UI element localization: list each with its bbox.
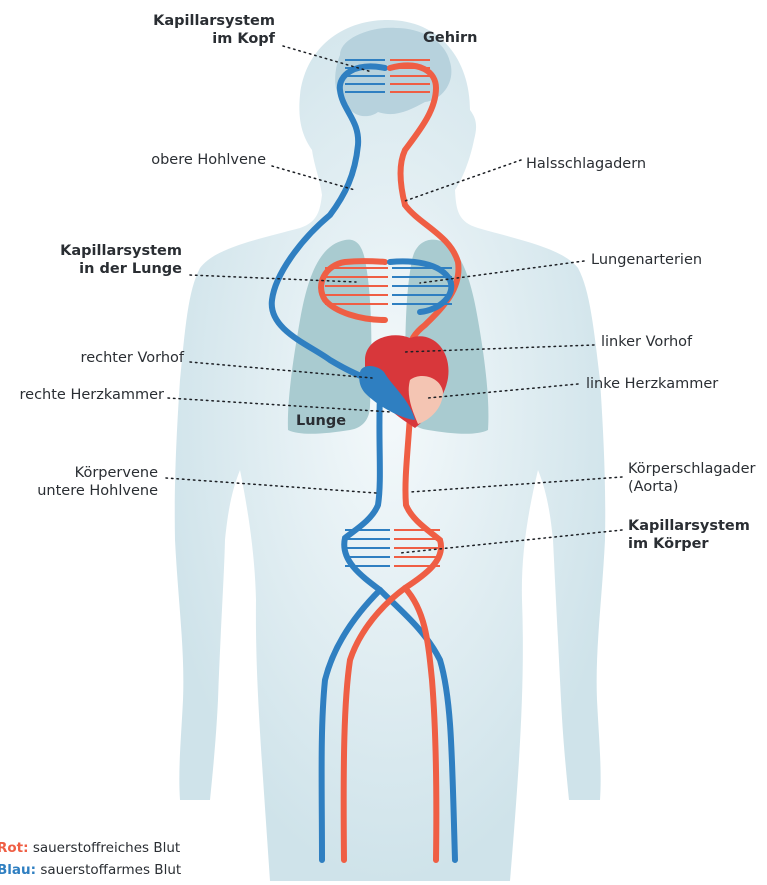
label-linker-vorhof: linker Vorhof (601, 333, 692, 351)
label-kapillarsystem-lunge: Kapillarsystem in der Lunge (40, 242, 182, 278)
label-halsschlagadern: Halsschlagadern (526, 155, 646, 173)
legend-blue: Blau: sauerstoffarmes Blut (0, 862, 181, 879)
label-obere-hohlvene: obere Hohlvene (120, 151, 266, 169)
label-line: Kapillarsystem (40, 242, 182, 260)
label-line: (Aorta) (628, 478, 756, 496)
label-linke-herzkammer: linke Herzkammer (586, 375, 718, 393)
label-line: Körperschlagader (628, 460, 756, 478)
label-line: in der Lunge (40, 260, 182, 278)
legend-red-text: sauerstoffreiches Blut (29, 840, 181, 856)
label-kapillarsystem-kopf: Kapillarsystem im Kopf (140, 12, 275, 48)
label-line: Körpervene (20, 464, 158, 482)
label-koerpervene: Körpervene untere Hohlvene (20, 464, 158, 500)
label-koerperschlagader: Körperschlagader (Aorta) (628, 460, 756, 496)
label-line: im Kopf (140, 30, 275, 48)
body-silhouette (175, 20, 606, 881)
label-gehirn: Gehirn (423, 29, 478, 47)
label-rechter-vorhof: rechter Vorhof (40, 349, 184, 367)
legend-red-word: Rot: (0, 840, 29, 856)
legend-blue-text: sauerstoffarmes Blut (36, 862, 181, 878)
label-line: Kapillarsystem (628, 517, 750, 535)
label-lunge: Lunge (296, 412, 346, 430)
label-rechte-herzkammer: rechte Herzkammer (6, 386, 164, 404)
label-kapillarsystem-koerper: Kapillarsystem im Körper (628, 517, 750, 553)
legend-blue-word: Blau: (0, 862, 36, 878)
label-lungenarterien: Lungenarterien (591, 251, 702, 269)
label-line: untere Hohlvene (20, 482, 158, 500)
legend-red: Rot: sauerstoffreiches Blut (0, 840, 180, 857)
label-line: Kapillarsystem (140, 12, 275, 30)
label-line: im Körper (628, 535, 750, 553)
